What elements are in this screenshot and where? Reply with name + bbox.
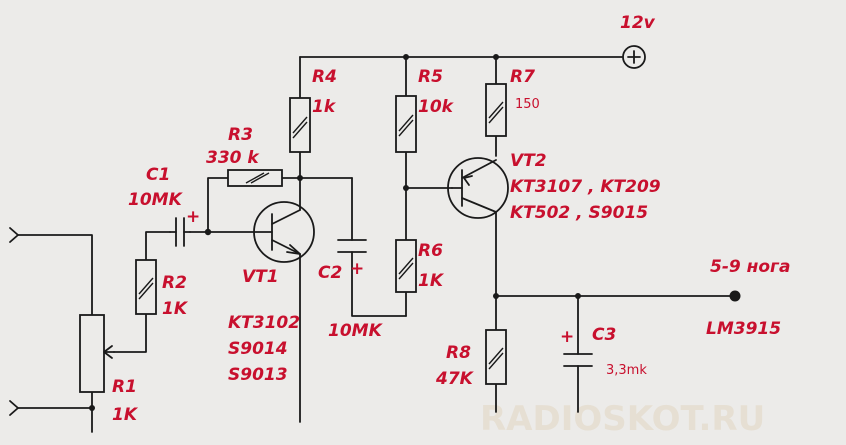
label-r3-value: 330 k bbox=[206, 148, 260, 168]
label-r1-value: 1K bbox=[112, 405, 139, 425]
label-r4-name: R4 bbox=[312, 67, 337, 87]
supply-terminal bbox=[622, 45, 646, 69]
label-r8-name: R8 bbox=[446, 343, 471, 363]
label-r2-value: 1K bbox=[162, 299, 189, 319]
label-c3-name: C3 bbox=[592, 325, 616, 345]
label-r5-name: R5 bbox=[418, 67, 443, 87]
capacitor-c2 bbox=[337, 239, 367, 253]
label-vt1-name: VT1 bbox=[242, 267, 279, 287]
input-terminals bbox=[9, 227, 19, 416]
label-vt1-types-3: S9013 bbox=[228, 365, 288, 385]
label-r2-name: R2 bbox=[162, 273, 187, 293]
label-vt2-name: VT2 bbox=[510, 151, 547, 171]
label-vt1-types-1: KT3102 bbox=[228, 313, 300, 333]
label-r5-value: 10k bbox=[418, 97, 455, 117]
label-r8-value: 47K bbox=[435, 369, 475, 389]
label-c3-plus: + bbox=[560, 327, 574, 347]
label-r7-name: R7 bbox=[510, 67, 535, 87]
watermark: RADIOSKOT.RU bbox=[480, 399, 765, 439]
label-r6-value: 1K bbox=[418, 271, 445, 291]
label-output-chip: LM3915 bbox=[706, 319, 781, 339]
label-vt2-types-1: KT3107 , KT209 bbox=[510, 177, 661, 197]
label-output-note: 5-9 ногa bbox=[710, 257, 790, 277]
label-supply: 12v bbox=[620, 13, 656, 33]
labels: 12v R4 1k R5 10k R7 150 R3 330 k C1 10MK… bbox=[112, 13, 790, 425]
transistor-vt2 bbox=[447, 157, 509, 219]
resistor-r7 bbox=[485, 83, 507, 137]
label-vt2-types-2: KT502 , S9015 bbox=[510, 203, 648, 223]
label-c2-value: 10MK bbox=[328, 321, 384, 341]
label-c3-value: 3,3mk bbox=[606, 363, 647, 378]
label-c2-name: C2 bbox=[318, 263, 342, 283]
label-r6-name: R6 bbox=[418, 241, 443, 261]
resistor-r8 bbox=[485, 329, 507, 385]
label-vt1-types-2: S9014 bbox=[228, 339, 288, 359]
transistor-vt1 bbox=[253, 201, 315, 263]
label-c1-value: 10MK bbox=[128, 190, 184, 210]
capacitor-c3 bbox=[563, 353, 593, 367]
junctions bbox=[89, 54, 741, 411]
wires bbox=[17, 56, 736, 433]
resistor-r6 bbox=[395, 239, 417, 293]
resistor-r3 bbox=[227, 169, 283, 187]
label-r7-value: 150 bbox=[515, 97, 540, 112]
resistor-r5 bbox=[395, 95, 417, 153]
capacitor-c1 bbox=[169, 217, 191, 247]
label-r1-name: R1 bbox=[112, 377, 137, 397]
label-r3-name: R3 bbox=[228, 125, 253, 145]
resistor-r2 bbox=[135, 259, 157, 315]
potentiometer-r1 bbox=[79, 314, 115, 393]
resistor-r4 bbox=[289, 97, 311, 153]
label-c2-plus: + bbox=[350, 259, 364, 279]
label-c1-plus: + bbox=[186, 207, 200, 227]
label-c1-name: C1 bbox=[146, 165, 170, 185]
label-r4-value: 1k bbox=[312, 97, 337, 117]
